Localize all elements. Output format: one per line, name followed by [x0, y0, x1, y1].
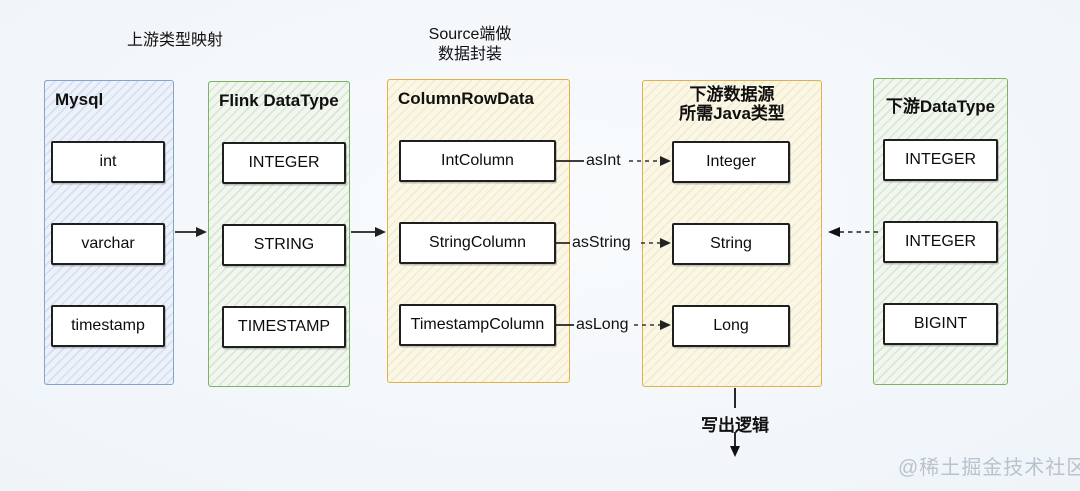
- downstream-java-title-line2: 所需Java类型: [679, 104, 785, 123]
- type-box-java-string: String: [672, 223, 790, 265]
- source-encapsulation-line2: 数据封装: [437, 46, 502, 63]
- type-box-varchar: varchar: [51, 223, 165, 265]
- type-box-string: STRING: [222, 224, 346, 266]
- arrowhead-right-icon: [196, 227, 207, 237]
- column-flink-datatype: Flink DataType INTEGER STRING TIMESTAMP: [208, 81, 350, 387]
- type-box-timestampcolumn: TimestampColumn: [399, 304, 556, 346]
- upstream-mapping-label: 上游类型映射: [127, 32, 224, 49]
- column-flink-title: Flink DataType: [219, 91, 339, 110]
- arrow-flink-to-columnrowdata: [351, 227, 386, 237]
- write-logic-label: 写出逻辑: [701, 416, 769, 435]
- aslong-label: asLong: [576, 316, 629, 333]
- type-box-ddt-integer1: INTEGER: [883, 139, 998, 181]
- asint-label: asInt: [586, 152, 621, 169]
- arrow-datatype-to-java: [828, 227, 878, 237]
- arrowhead-left-icon: [828, 227, 840, 237]
- downstream-java-title-line1: 下游数据源: [689, 85, 775, 104]
- source-encapsulation-label: Source端做 数据封装: [408, 25, 532, 65]
- arrow-mysql-to-flink: [175, 227, 207, 237]
- type-box-int: int: [51, 141, 165, 183]
- column-mysql: Mysql int varchar timestamp: [44, 80, 174, 385]
- asstring-label: asString: [572, 234, 631, 251]
- type-box-integer: INTEGER: [222, 142, 346, 184]
- column-downstream-datatype: 下游DataType INTEGER INTEGER BIGINT: [873, 78, 1008, 385]
- type-box-stringcolumn: StringColumn: [399, 222, 556, 264]
- column-downstream-datatype-title: 下游DataType: [885, 97, 996, 116]
- type-box-timestamp: timestamp: [51, 305, 165, 347]
- column-mysql-title: Mysql: [55, 90, 104, 109]
- type-box-java-integer: Integer: [672, 141, 790, 183]
- arrowhead-right-icon: [375, 227, 386, 237]
- type-box-ddt-integer2: INTEGER: [883, 221, 998, 263]
- type-box-ddt-bigint: BIGINT: [883, 303, 998, 345]
- source-encapsulation-line1: Source端做: [428, 26, 512, 43]
- type-box-java-long: Long: [672, 305, 790, 347]
- arrowhead-down-icon: [730, 446, 740, 457]
- type-box-timestamp-flink: TIMESTAMP: [222, 306, 346, 348]
- column-downstream-java-title: 下游数据源 所需Java类型: [643, 81, 821, 123]
- column-columnrowdata: ColumnRowData IntColumn StringColumn Tim…: [387, 79, 570, 383]
- type-box-intcolumn: IntColumn: [399, 140, 556, 182]
- column-downstream-java-type: 下游数据源 所需Java类型 Integer String Long: [642, 80, 822, 387]
- watermark: @稀土掘金技术社区: [898, 457, 1080, 479]
- column-columnrowdata-title: ColumnRowData: [398, 89, 534, 108]
